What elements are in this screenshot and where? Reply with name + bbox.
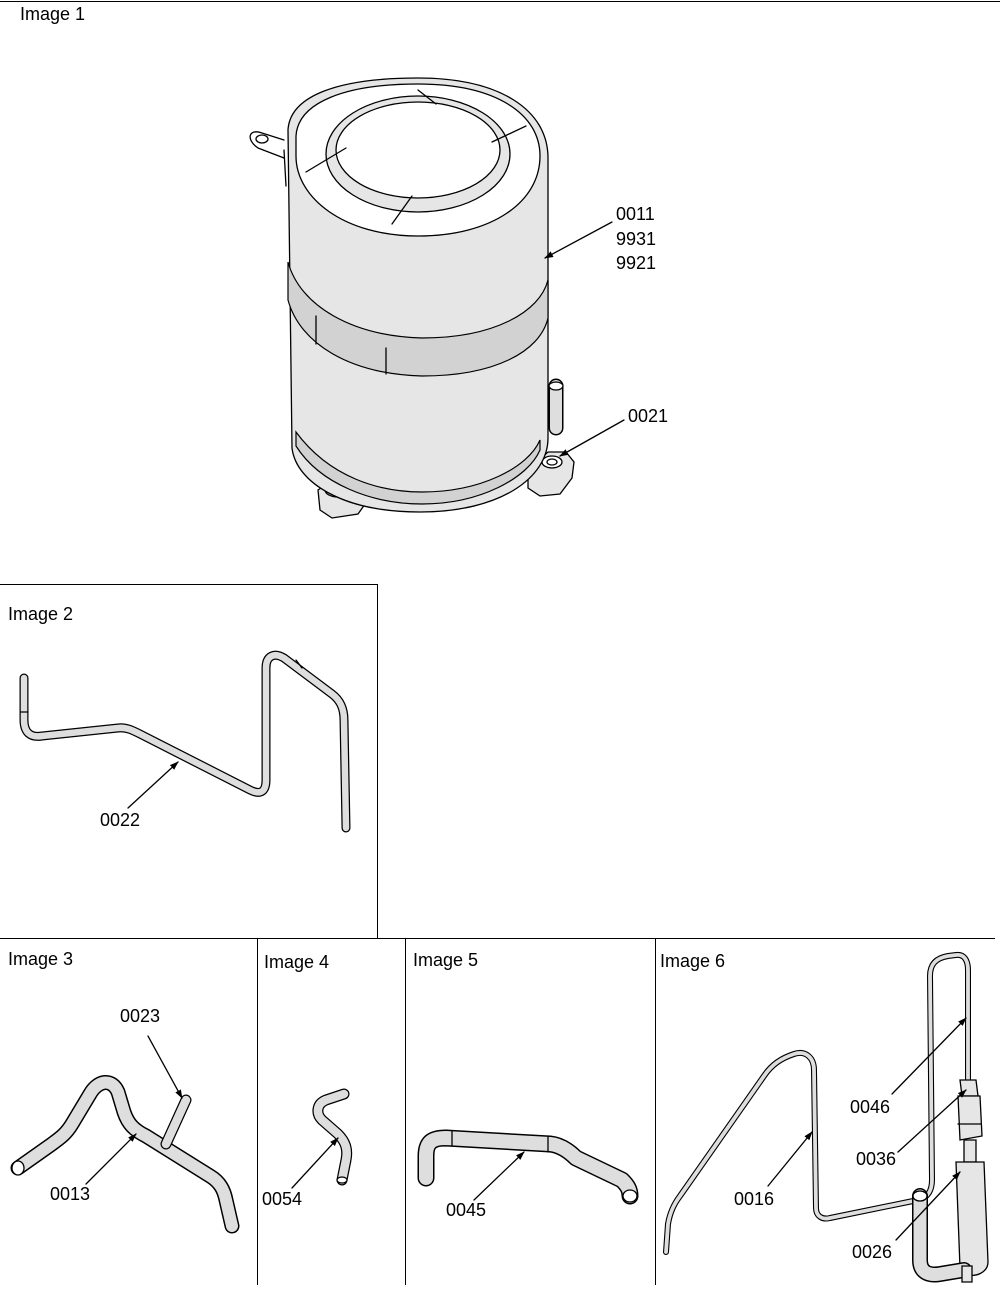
tube-0013 (10, 1075, 240, 1234)
callout-compressor: 0011 9931 9921 (616, 202, 656, 276)
tube-0022 (19, 650, 351, 833)
callout-part-0036: 0036 (856, 1149, 897, 1169)
panel-title-image-4: Image 4 (264, 952, 330, 972)
tube-0045 (417, 1129, 639, 1205)
callout-tube-0054: 0054 (262, 1189, 303, 1209)
panel-title-image-5: Image 5 (413, 950, 479, 970)
leader-lines (85, 221, 967, 1241)
accumulator-assembly (912, 1079, 989, 1283)
callout-tube-0022: 0022 (100, 810, 141, 830)
callout-tube-0045: 0045 (446, 1200, 487, 1220)
tube-0054 (312, 1088, 353, 1186)
panel-title-image-6: Image 6 (660, 951, 726, 971)
tube-0023 (160, 1094, 192, 1150)
callout-line: 9931 (616, 228, 657, 249)
tube-0016 (663, 951, 971, 1255)
callout-tube-0023: 0023 (120, 1006, 161, 1026)
panel-title-image-3: Image 3 (8, 949, 74, 969)
callout-mount: 0021 (628, 406, 669, 426)
callout-line: 9921 (616, 253, 657, 273)
compressor-drawing (249, 77, 575, 519)
callout-part-0046: 0046 (850, 1097, 891, 1117)
callout-tube-0016: 0016 (734, 1189, 775, 1209)
panel-title-image-1: Image 1 (20, 4, 86, 24)
callout-line: 0011 (616, 204, 655, 224)
callout-tube-0013: 0013 (50, 1184, 91, 1204)
callout-part-0026: 0026 (852, 1242, 893, 1262)
panel-title-image-2: Image 2 (8, 604, 74, 624)
